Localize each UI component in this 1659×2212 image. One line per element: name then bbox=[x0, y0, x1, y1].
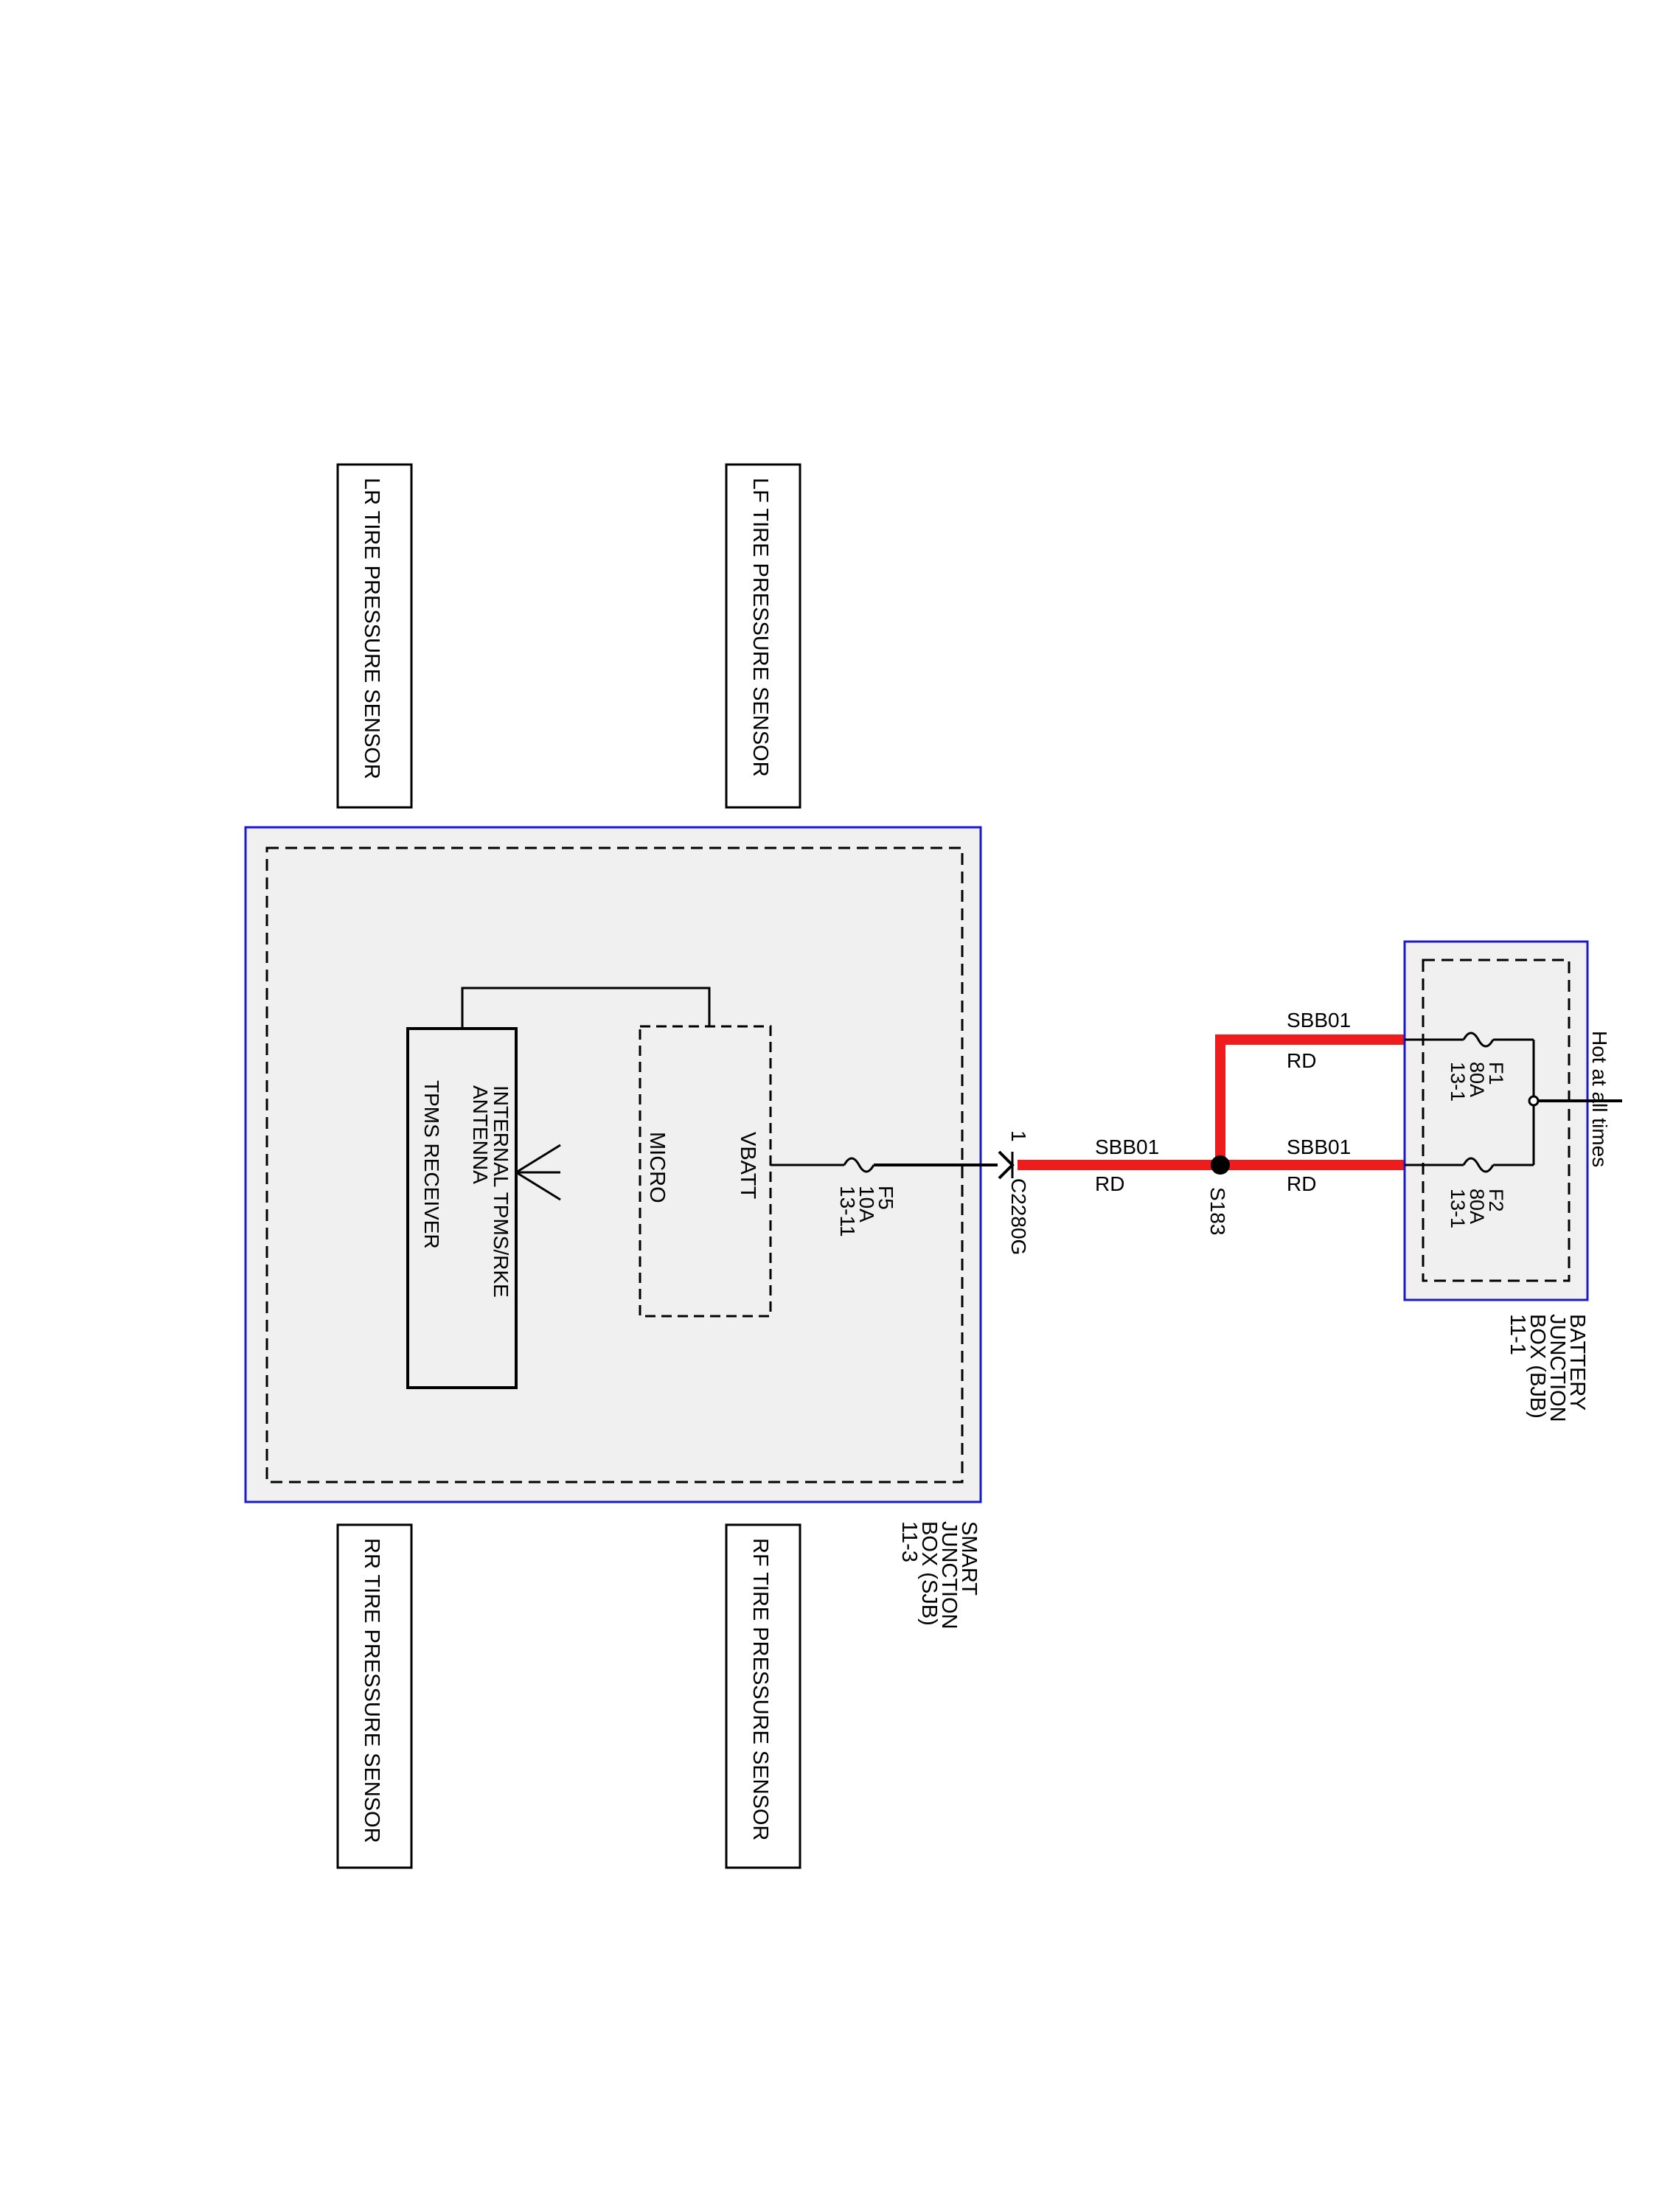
connector-pin: 1 bbox=[1007, 1130, 1030, 1142]
fuse-f5-line-1: F5 bbox=[874, 1186, 897, 1210]
rr-tire-pressure-sensor: RR TIRE PRESSURE SENSOR bbox=[336, 1523, 413, 1869]
wire-3-color: RD bbox=[1287, 1049, 1316, 1072]
micro-label: MICRO bbox=[645, 1132, 669, 1203]
bjb-name-line-1: BATTERY bbox=[1565, 1314, 1589, 1411]
fuse-f1-line-3: 13-1 bbox=[1447, 1062, 1469, 1102]
battery-junction-box: F1 80A 13-1 F2 80A 13-1 Hot at all times… bbox=[1403, 940, 1622, 1422]
rf-tire-pressure-sensor: RF TIRE PRESSURE SENSOR bbox=[725, 1523, 801, 1869]
connector-id: C2280G bbox=[1007, 1178, 1030, 1255]
fuse-f5-line-2: 10A bbox=[855, 1186, 878, 1222]
vbatt-label: VBATT bbox=[736, 1132, 759, 1200]
splice-label: S183 bbox=[1206, 1187, 1229, 1235]
smart-junction-box: INTERNAL TPMS/RKE ANTENNA TPMS RECEIVER … bbox=[244, 826, 998, 1630]
bus-node-icon bbox=[1528, 1095, 1540, 1107]
fuse-f2-line-3: 13-1 bbox=[1447, 1189, 1469, 1228]
fuse-f2: F2 80A 13-1 bbox=[1405, 1157, 1534, 1228]
splice-s183 bbox=[1211, 1155, 1230, 1175]
wire-3-circuit: SBB01 bbox=[1287, 1009, 1351, 1032]
wire-1-circuit: SBB01 bbox=[1095, 1135, 1159, 1158]
receiver-line-1: INTERNAL TPMS/RKE bbox=[490, 1085, 512, 1298]
wire-1-color: RD bbox=[1095, 1172, 1124, 1195]
lf-tire-pressure-sensor: LF TIRE PRESSURE SENSOR bbox=[725, 463, 801, 809]
micro-module: MICRO VBATT bbox=[639, 1025, 772, 1318]
rf-sensor-label: RF TIRE PRESSURE SENSOR bbox=[748, 1538, 772, 1840]
fuse-f1-line-2: 80A bbox=[1466, 1062, 1488, 1097]
sjb-name-line-3: BOX (SJB) bbox=[917, 1521, 941, 1626]
fuse-f5: F5 10A 13-11 bbox=[771, 1157, 998, 1237]
tpms-receiver: INTERNAL TPMS/RKE ANTENNA TPMS RECEIVER bbox=[406, 1027, 518, 1389]
fuse-f1-icon bbox=[1462, 1032, 1495, 1048]
fuse-f5-icon bbox=[843, 1157, 875, 1173]
sjb-name-line-4: 11-3 bbox=[897, 1521, 921, 1562]
bjb-name-line-3: BOX (BJB) bbox=[1526, 1314, 1549, 1419]
fuse-f1: F1 80A 13-1 bbox=[1405, 1032, 1534, 1102]
fuse-f1-line-1: F1 bbox=[1485, 1062, 1507, 1085]
wire-splice-to-f1 bbox=[1215, 1034, 1405, 1163]
power-wires bbox=[1018, 1034, 1405, 1175]
fuse-f2-line-1: F2 bbox=[1485, 1189, 1507, 1212]
connector-icon bbox=[998, 1150, 1015, 1180]
receiver-line-2: ANTENNA bbox=[469, 1085, 492, 1184]
sjb-name-line-1: SMART bbox=[957, 1521, 981, 1596]
rr-sensor-label: RR TIRE PRESSURE SENSOR bbox=[360, 1538, 383, 1843]
bjb-name-line-4: 11-1 bbox=[1506, 1314, 1529, 1355]
fuse-f2-icon bbox=[1462, 1157, 1495, 1173]
lf-sensor-label: LF TIRE PRESSURE SENSOR bbox=[748, 478, 772, 777]
receiver-micro-link bbox=[461, 987, 711, 1029]
wire-2-circuit: SBB01 bbox=[1287, 1135, 1351, 1158]
lr-tire-pressure-sensor: LR TIRE PRESSURE SENSOR bbox=[336, 463, 413, 809]
wire-2-color: RD bbox=[1287, 1172, 1316, 1195]
fuse-f2-line-2: 80A bbox=[1466, 1189, 1488, 1224]
connector-c2280g: 1 C2280G bbox=[998, 1130, 1030, 1255]
lr-sensor-label: LR TIRE PRESSURE SENSOR bbox=[360, 478, 383, 779]
fuse-f5-line-3: 13-11 bbox=[836, 1186, 859, 1237]
sjb-name-line-2: JUNCTION bbox=[937, 1521, 961, 1630]
hot-at-all-times-label: Hot at all times bbox=[1588, 1031, 1611, 1167]
bjb-name-line-2: JUNCTION bbox=[1545, 1314, 1569, 1422]
antenna-icon bbox=[515, 1144, 561, 1201]
receiver-line-3: TPMS RECEIVER bbox=[420, 1080, 443, 1249]
